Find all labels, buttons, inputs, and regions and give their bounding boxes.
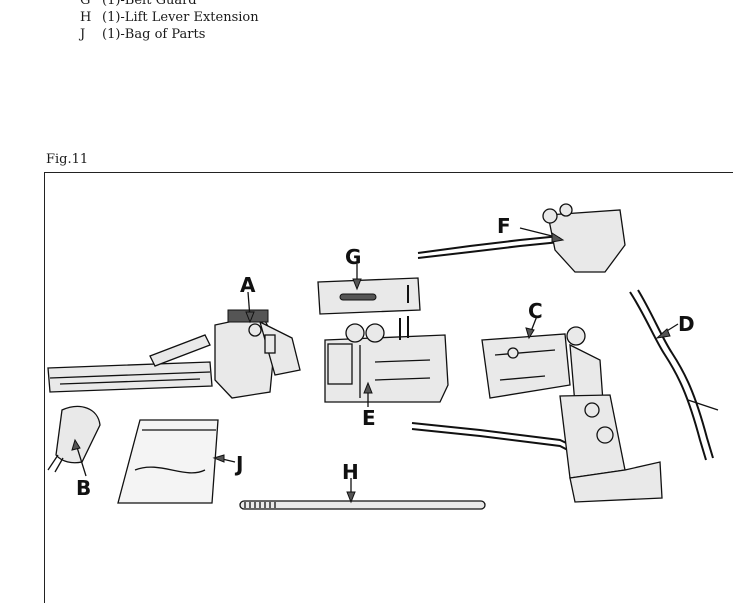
part-letter: H: [80, 10, 92, 25]
part-a-illustration: [47, 309, 301, 399]
part-g-illustration: [317, 277, 421, 315]
parts-list-item: H (1)-Lift Lever Extension: [80, 9, 259, 26]
parts-list-item: J (1)-Bag of Parts: [80, 26, 259, 43]
callout-c: C: [528, 299, 543, 323]
part-letter: G: [80, 0, 91, 8]
figure-frame: [44, 172, 733, 603]
parts-list: G (1)-Belt Guard H (1)-Lift Lever Extens…: [80, 0, 259, 43]
part-description: (1)-Lift Lever Extension: [102, 10, 259, 25]
part-f-illustration: [417, 203, 626, 273]
part-description: (1)-Belt Guard: [102, 0, 197, 8]
part-letter: J: [80, 27, 86, 42]
lift-lever-assembly: [411, 394, 663, 503]
callout-leaders: [71, 227, 679, 504]
callout-f: F: [497, 214, 511, 238]
callout-b: B: [76, 476, 91, 500]
part-h-illustration: [239, 500, 486, 510]
part-j-illustration: [117, 419, 219, 504]
part-e-illustration: [324, 316, 449, 403]
figure-label: Fig.11: [46, 152, 89, 167]
callout-e: E: [362, 406, 376, 430]
parts-list-item: G (1)-Belt Guard: [80, 0, 259, 9]
figure-illustration: A G F C D E B J H: [47, 203, 719, 510]
part-d-illustration: [629, 289, 719, 461]
part-b-illustration: [47, 405, 101, 473]
callout-g: G: [345, 245, 361, 269]
callout-h: H: [342, 460, 359, 484]
callout-j: J: [234, 452, 243, 476]
callout-a: A: [240, 273, 256, 297]
part-description: (1)-Bag of Parts: [102, 27, 206, 42]
callout-d: D: [678, 312, 695, 336]
